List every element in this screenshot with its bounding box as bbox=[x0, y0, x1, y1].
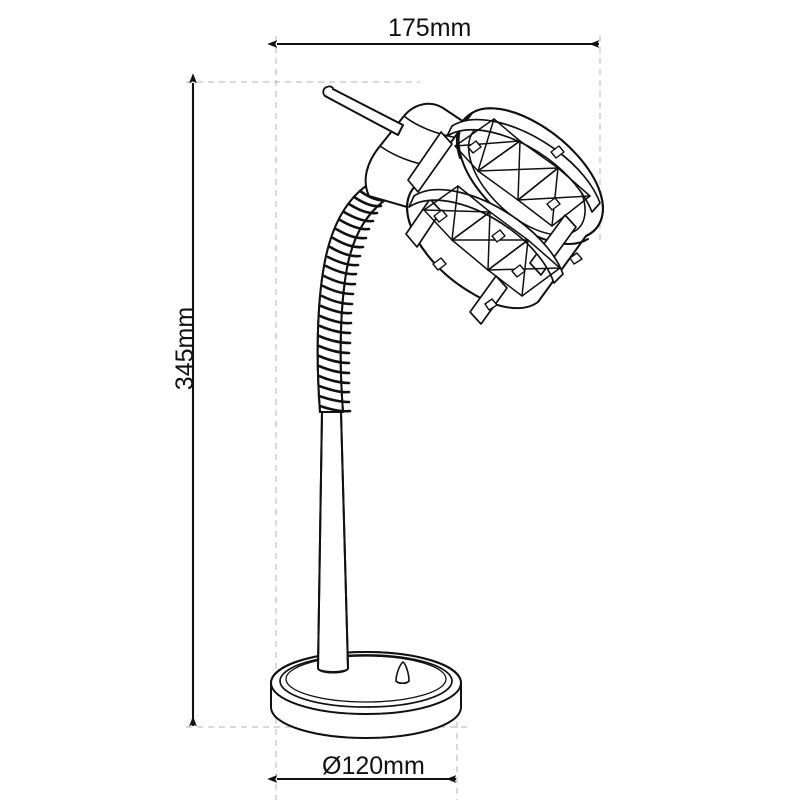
gooseneck-ribs bbox=[317, 189, 387, 413]
lamp-base bbox=[270, 651, 462, 739]
lamp-shade-cage bbox=[405, 107, 604, 325]
top-rod bbox=[322, 85, 404, 136]
lamp-illustration bbox=[270, 85, 604, 739]
lamp-stem bbox=[317, 411, 349, 674]
shade-rivets bbox=[432, 140, 583, 311]
gooseneck bbox=[316, 185, 389, 413]
dimension-label-height: 345mm bbox=[171, 306, 200, 391]
base-switch-knob bbox=[395, 661, 410, 685]
dimension-label-width: 175mm bbox=[388, 14, 472, 42]
dimension-lines bbox=[189, 40, 600, 783]
dimension-label-diameter: Ø120mm bbox=[322, 752, 425, 780]
